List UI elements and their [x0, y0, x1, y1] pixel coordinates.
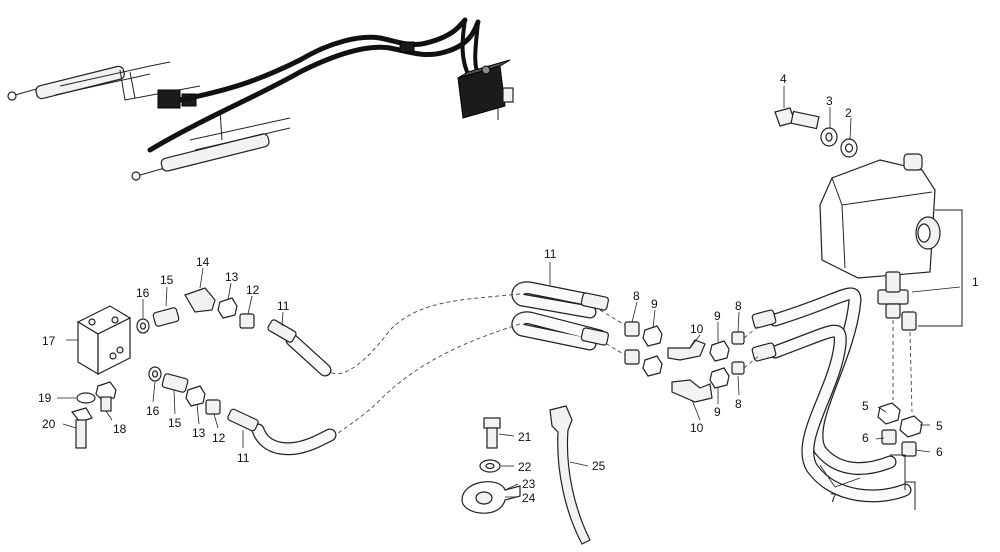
callout-3: 3 — [826, 94, 833, 108]
callout-22: 22 — [518, 460, 532, 474]
callout-19: 19 — [38, 391, 52, 405]
callout-15-b: 15 — [168, 416, 182, 430]
callout-13-a: 13 — [225, 270, 239, 284]
callout-25: 25 — [592, 459, 606, 473]
callout-17: 17 — [42, 334, 56, 348]
callout-18: 18 — [113, 422, 127, 436]
callout-11-a: 11 — [544, 247, 557, 261]
callout-10-a: 10 — [690, 322, 704, 336]
callout-9-a: 9 — [651, 297, 658, 311]
callout-labels: 1 2 3 4 5 5 6 6 7 8 8 8 9 9 9 10 10 11 1… — [38, 72, 979, 505]
callout-5-a: 5 — [862, 399, 869, 413]
hose-7-assembly — [751, 287, 916, 510]
valve-block-assembly — [70, 305, 132, 449]
callout-6-b: 6 — [936, 445, 943, 459]
callout-11-c: 11 — [237, 451, 250, 465]
callout-9-c: 9 — [714, 405, 721, 419]
callout-8-b: 8 — [735, 299, 742, 313]
callout-20: 20 — [42, 417, 56, 431]
callout-21: 21 — [518, 430, 532, 444]
callout-4: 4 — [780, 72, 787, 86]
callout-leader-lines — [57, 86, 961, 498]
callout-15-a: 15 — [160, 273, 174, 287]
callout-6-a: 6 — [862, 431, 869, 445]
oil-tank-assembly — [774, 107, 963, 457]
callout-12-b: 12 — [212, 431, 226, 445]
left-fittings — [136, 287, 255, 415]
callout-10-b: 10 — [690, 421, 704, 435]
callout-12-a: 12 — [246, 283, 260, 297]
callout-7: 7 — [830, 491, 837, 505]
callout-5-b: 5 — [936, 419, 943, 433]
callout-13-b: 13 — [192, 426, 206, 440]
hose-11-left — [227, 319, 337, 456]
callout-9-b: 9 — [714, 309, 721, 323]
hose-11-assembly — [329, 281, 610, 441]
overview-assembly — [7, 17, 514, 181]
callout-1: 1 — [972, 275, 979, 289]
callout-16-a: 16 — [136, 286, 150, 300]
callout-24: 24 — [522, 491, 536, 505]
callout-11-b: 11 — [277, 299, 290, 313]
elbow-fittings — [599, 309, 761, 403]
callout-16-b: 16 — [146, 404, 160, 418]
callout-8-a: 8 — [633, 289, 640, 303]
callout-14: 14 — [196, 255, 210, 269]
callout-2: 2 — [845, 106, 852, 120]
callout-23: 23 — [522, 477, 536, 491]
callout-8-c: 8 — [735, 397, 742, 411]
accessory-parts — [461, 405, 591, 545]
